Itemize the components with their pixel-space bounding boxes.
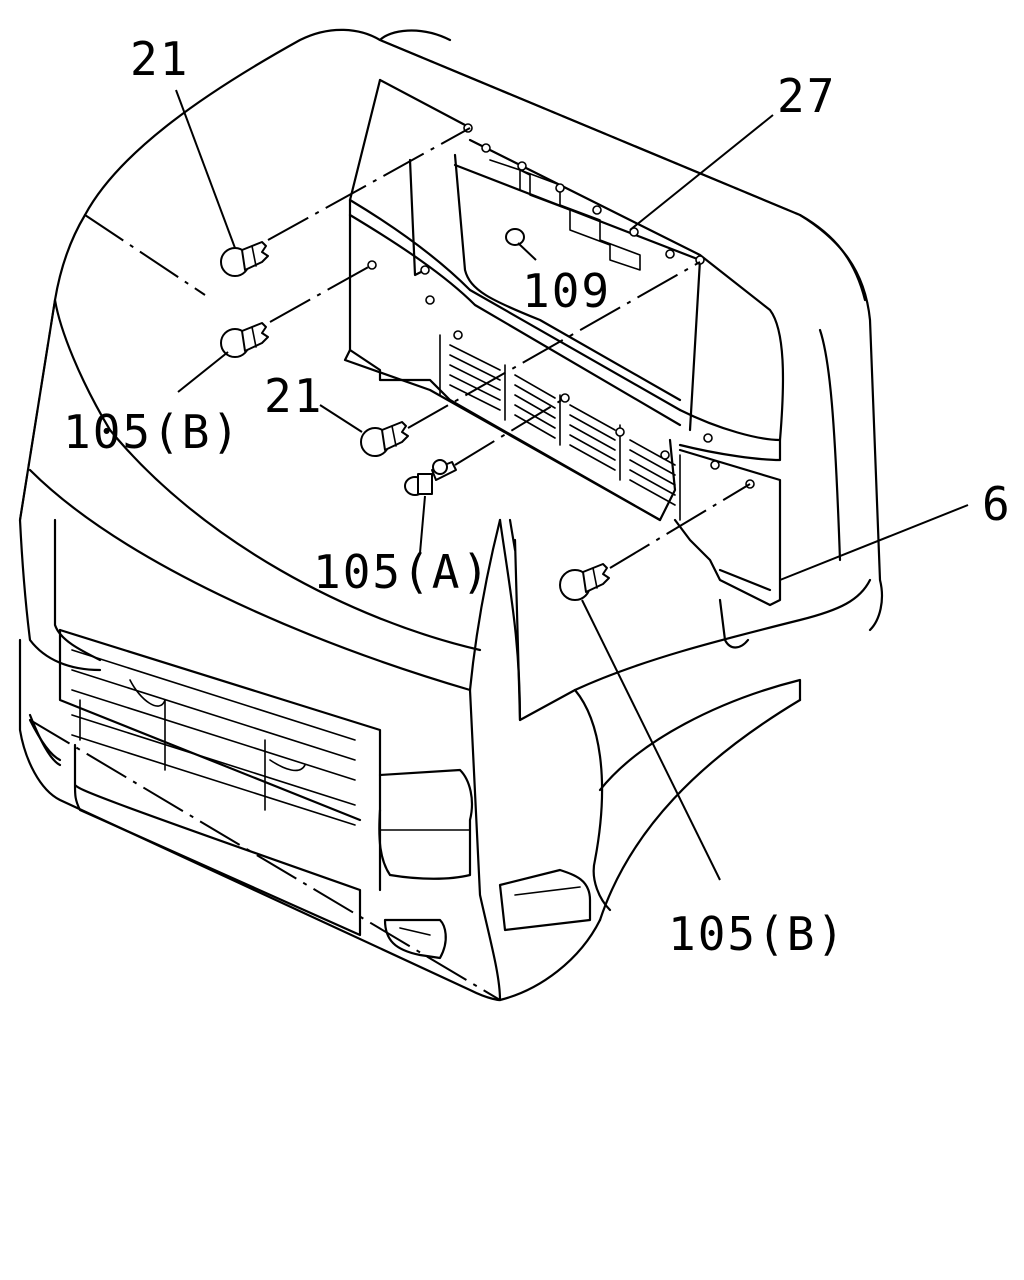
callout-labels: 21 27 109 105(B) 21 105(A) 6 105(B) [63, 32, 1012, 961]
clip-21-top [220, 241, 269, 277]
clip-105b-bottom [559, 563, 610, 601]
callout-21-top: 21 [130, 32, 189, 86]
leader-lines [175, 89, 969, 881]
callout-105b-left: 105(B) [63, 405, 241, 459]
assembly-lines [19, 39, 801, 1001]
clip-21-mid [360, 421, 409, 457]
callout-105b-bottom: 105(B) [668, 907, 846, 961]
louver-grille [439, 334, 681, 521]
callout-21-mid: 21 [264, 369, 323, 423]
callout-105a: 105(A) [313, 545, 491, 599]
mounting-holes [367, 123, 755, 489]
rear-panel-6 [343, 78, 785, 607]
callout-6: 6 [982, 477, 1012, 531]
clip-105b-left [220, 322, 269, 358]
callout-109: 109 [522, 264, 611, 318]
callout-27: 27 [777, 69, 836, 123]
screw-105a [404, 459, 457, 496]
cab-body [18, 28, 884, 1002]
part-109-sticker [505, 228, 525, 246]
